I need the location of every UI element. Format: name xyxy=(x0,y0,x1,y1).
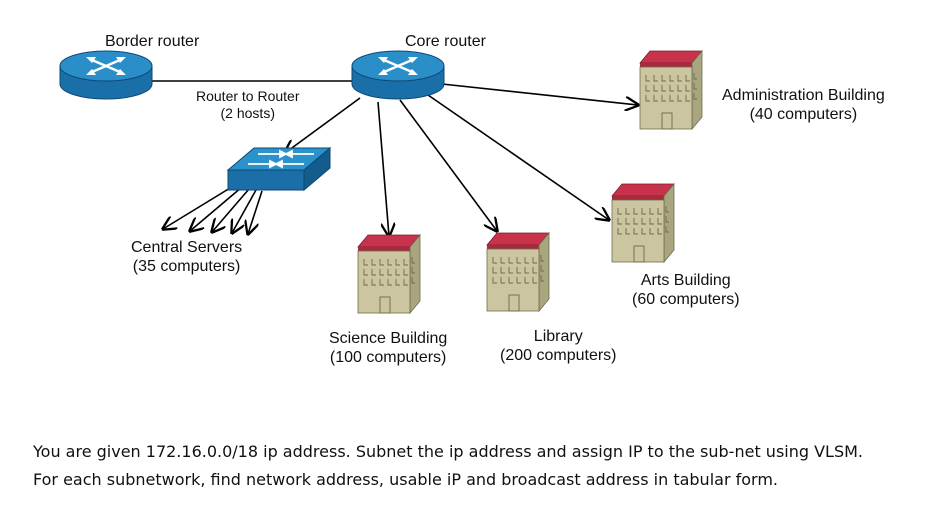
administration-building-icon xyxy=(639,50,703,130)
science-building-icon xyxy=(357,234,421,314)
science-building-hosts: (100 computers) xyxy=(329,349,447,367)
network-diagram xyxy=(59,50,703,314)
administration-building-label: Administration Building (40 computers) xyxy=(722,86,885,124)
arts-building-hosts: (60 computers) xyxy=(632,291,740,309)
link-core-to-science xyxy=(377,101,389,236)
science-building-label: Science Building (100 computers) xyxy=(329,329,447,367)
router-link-hosts: (2 hosts) xyxy=(220,104,275,121)
administration-building-hosts: (40 computers) xyxy=(749,106,858,124)
central-servers-label: Central Servers (35 computers) xyxy=(131,238,242,276)
core-router-label: Core router xyxy=(405,33,486,50)
arts-building-label: Arts Building (60 computers) xyxy=(632,271,740,309)
border-router-label: Border router xyxy=(105,33,200,50)
link-core-to-admin xyxy=(441,83,638,105)
task-line-2: For each subnetwork, find network addres… xyxy=(33,470,778,489)
library-building-icon xyxy=(486,232,550,312)
link-switch-to-server-3 xyxy=(212,188,250,232)
central-servers-name: Central Servers xyxy=(131,239,243,256)
administration-building-name: Administration Building xyxy=(722,87,885,104)
library-label: Library (200 computers) xyxy=(500,327,617,365)
arts-building-icon xyxy=(611,183,675,263)
library-name: Library xyxy=(533,328,583,345)
network-links xyxy=(150,80,638,236)
link-switch-to-server-4 xyxy=(232,189,257,233)
router-link-title: Router to Router xyxy=(196,88,300,104)
task-line-1: You are given 172.16.0.0/18 ip address. … xyxy=(33,442,864,461)
core-router-icon xyxy=(351,50,445,100)
link-switch-to-server-1 xyxy=(163,184,236,229)
link-core-to-arts xyxy=(427,94,609,220)
router-link-label: Router to Router (2 hosts) xyxy=(196,88,300,122)
link-core-to-library xyxy=(399,99,497,231)
link-core-to-switch xyxy=(285,97,361,153)
arts-building-name: Arts Building xyxy=(640,272,731,289)
border-router-icon xyxy=(59,50,153,100)
link-switch-to-server-2 xyxy=(190,186,243,231)
library-hosts: (200 computers) xyxy=(500,347,617,365)
science-building-name: Science Building xyxy=(329,330,448,347)
link-switch-to-server-5 xyxy=(248,190,263,234)
switch-icon xyxy=(226,146,332,192)
central-servers-hosts: (35 computers) xyxy=(132,258,241,276)
